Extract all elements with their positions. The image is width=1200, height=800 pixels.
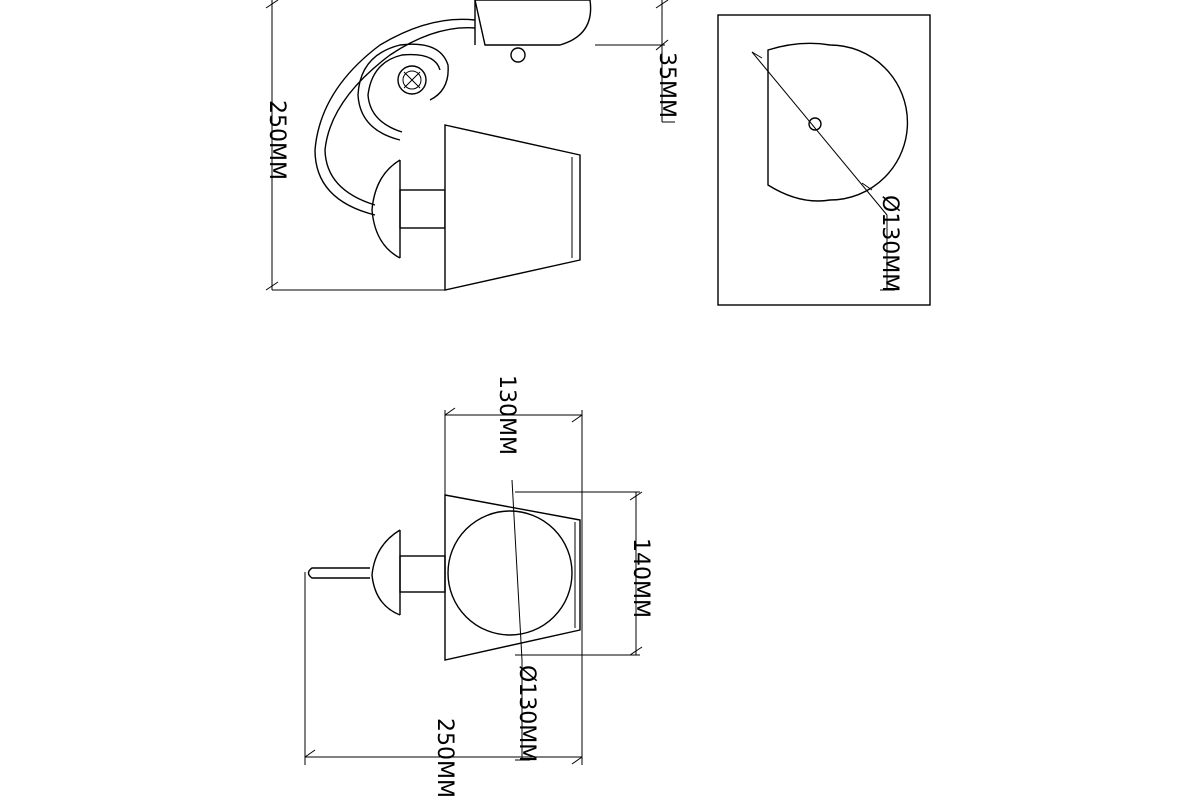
top-projection-label: 250MM (432, 718, 457, 798)
side-height-label: 250MM (264, 100, 289, 180)
base-diameter-label: Ø130MM (877, 195, 902, 292)
side-depth-label: 35MM (654, 52, 679, 118)
base-view: Ø130MM (717, 14, 931, 306)
top-width-label: 130MM (494, 375, 519, 455)
top-shade-height-label: 140MM (628, 538, 653, 618)
top-view: 130MM 140MM Ø130MM 250MM (304, 375, 653, 798)
top-shade-diameter-label: Ø130MM (514, 665, 539, 762)
side-view: 250MM 35MM (264, 0, 679, 291)
